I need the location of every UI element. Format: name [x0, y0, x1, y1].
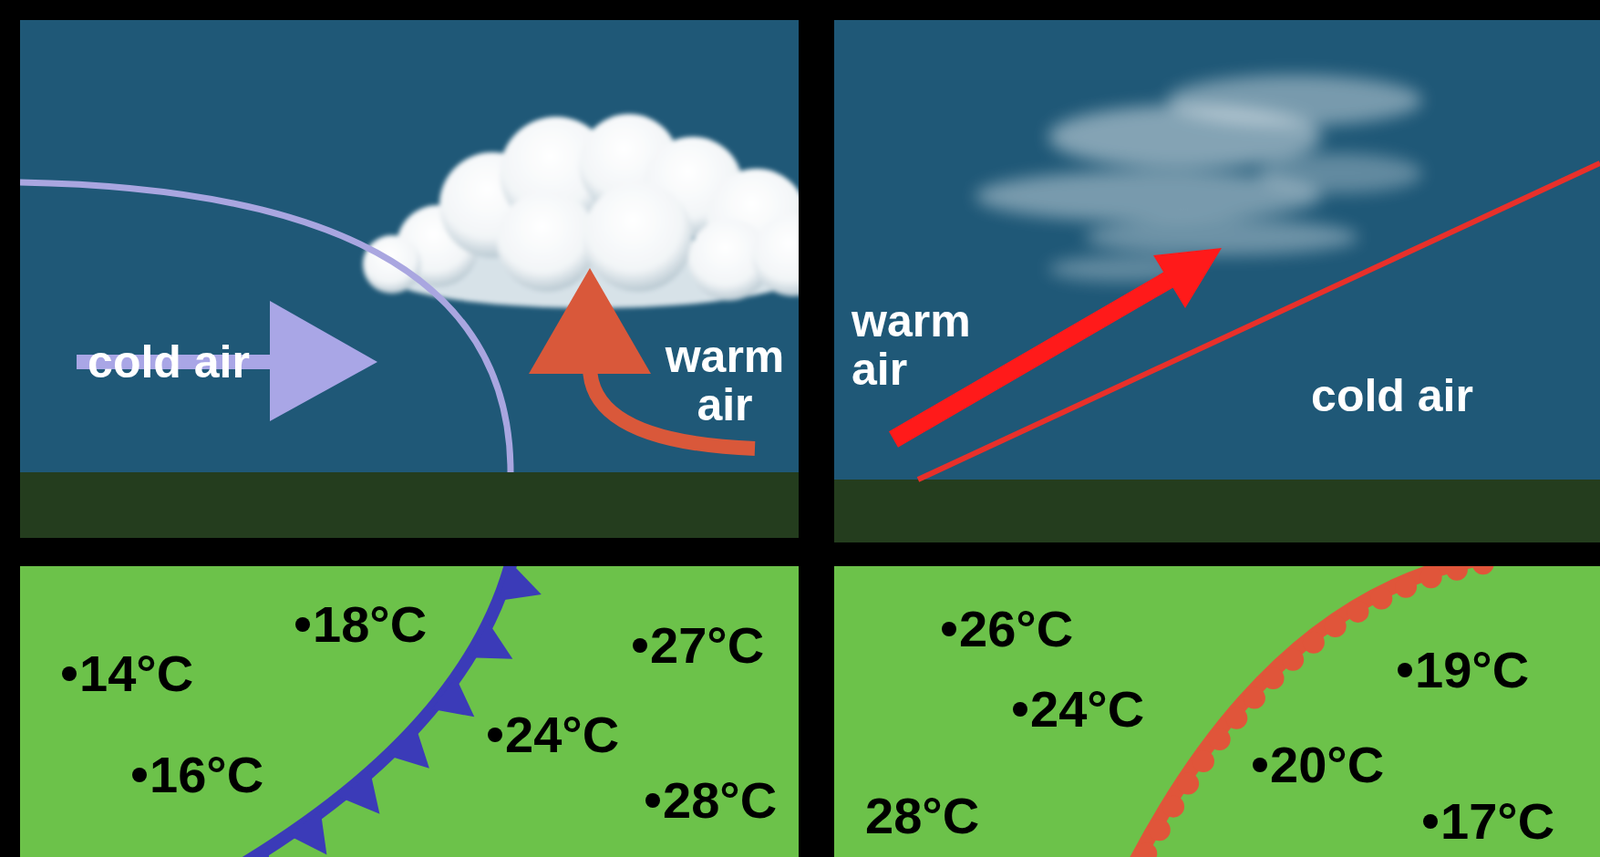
air-mass-label: cold air — [50, 338, 288, 387]
cold-front-symbol — [224, 566, 542, 857]
warm-front-scallop — [1262, 667, 1285, 690]
temperature-reading: 14°C — [79, 647, 194, 702]
temperature-reading: 20°C — [1269, 738, 1384, 793]
air-mass-label: warm air — [647, 332, 803, 429]
station-dot — [1397, 662, 1413, 678]
cumulus-cloud — [362, 113, 799, 309]
cold-air-boundary — [20, 182, 511, 473]
station-dot — [632, 638, 648, 653]
cold-front-triangle — [497, 566, 541, 601]
cold-front-triangle — [387, 726, 430, 768]
temperature-reading: 16°C — [149, 748, 264, 803]
cold-front-triangle — [468, 622, 513, 660]
ground — [834, 479, 1600, 543]
air-mass-label: cold air — [1273, 371, 1511, 421]
air-mass-label: warm air — [851, 297, 1007, 393]
station-dot — [1012, 701, 1028, 717]
warm-front-scallop — [1370, 587, 1393, 610]
warm-front-scallop — [1148, 818, 1171, 841]
station-dot — [132, 767, 147, 783]
warm-front-scallop — [1243, 686, 1266, 709]
warm-air-arrowhead — [528, 268, 651, 374]
station-dot — [1423, 814, 1438, 829]
warm-front-scallop — [1420, 566, 1443, 589]
warm-front-scallop — [1281, 649, 1304, 671]
station-dots — [61, 617, 1438, 829]
cold-front-triangle — [234, 847, 272, 857]
temperature-reading: 17°C — [1440, 794, 1555, 849]
station-dot — [941, 621, 957, 637]
temperature-reading: 24°C — [505, 708, 620, 763]
warm-front-scallop — [1208, 728, 1231, 751]
temperature-reading: 28°C — [662, 774, 777, 828]
warm-front-scallop — [1162, 795, 1185, 818]
station-dot — [61, 666, 77, 682]
warm-front-scallop — [1225, 707, 1248, 730]
temperature-reading: 26°C — [959, 602, 1074, 657]
cold-front-triangle — [288, 811, 327, 855]
warm-front-scallop — [1135, 842, 1157, 857]
station-dot — [487, 727, 503, 743]
warm-air-arrowhead — [1153, 247, 1222, 309]
warm-front-boundary — [918, 163, 1600, 480]
warm-front-scallop — [1192, 750, 1215, 773]
warm-front-scallop — [1346, 600, 1369, 623]
station-dot — [1252, 757, 1268, 773]
cold-air-arrowhead — [269, 300, 378, 422]
station-dot — [645, 793, 661, 808]
sky-panel — [834, 20, 1600, 543]
warm-front-symbol — [1128, 566, 1496, 857]
warm-front-scallop — [1445, 566, 1468, 581]
cold-front-triangle — [339, 771, 380, 815]
temperature-reading: 18°C — [312, 598, 427, 652]
warm-front-scallop — [1302, 631, 1325, 654]
map-panel — [20, 566, 799, 857]
warm-front-scallop — [1324, 615, 1347, 638]
temperature-reading: 28°C — [865, 789, 980, 844]
ground — [20, 472, 799, 538]
map-panel — [834, 566, 1600, 857]
cold-front-triangle — [431, 677, 475, 717]
temperature-reading: 24°C — [1030, 682, 1145, 737]
station-dot — [295, 617, 310, 632]
temperature-reading: 27°C — [650, 619, 764, 673]
warm-front-scallop — [1176, 773, 1199, 795]
warm-front-scallop — [1394, 576, 1417, 599]
temperature-reading: 19°C — [1414, 643, 1529, 698]
warm-front-scallop — [1472, 566, 1495, 575]
